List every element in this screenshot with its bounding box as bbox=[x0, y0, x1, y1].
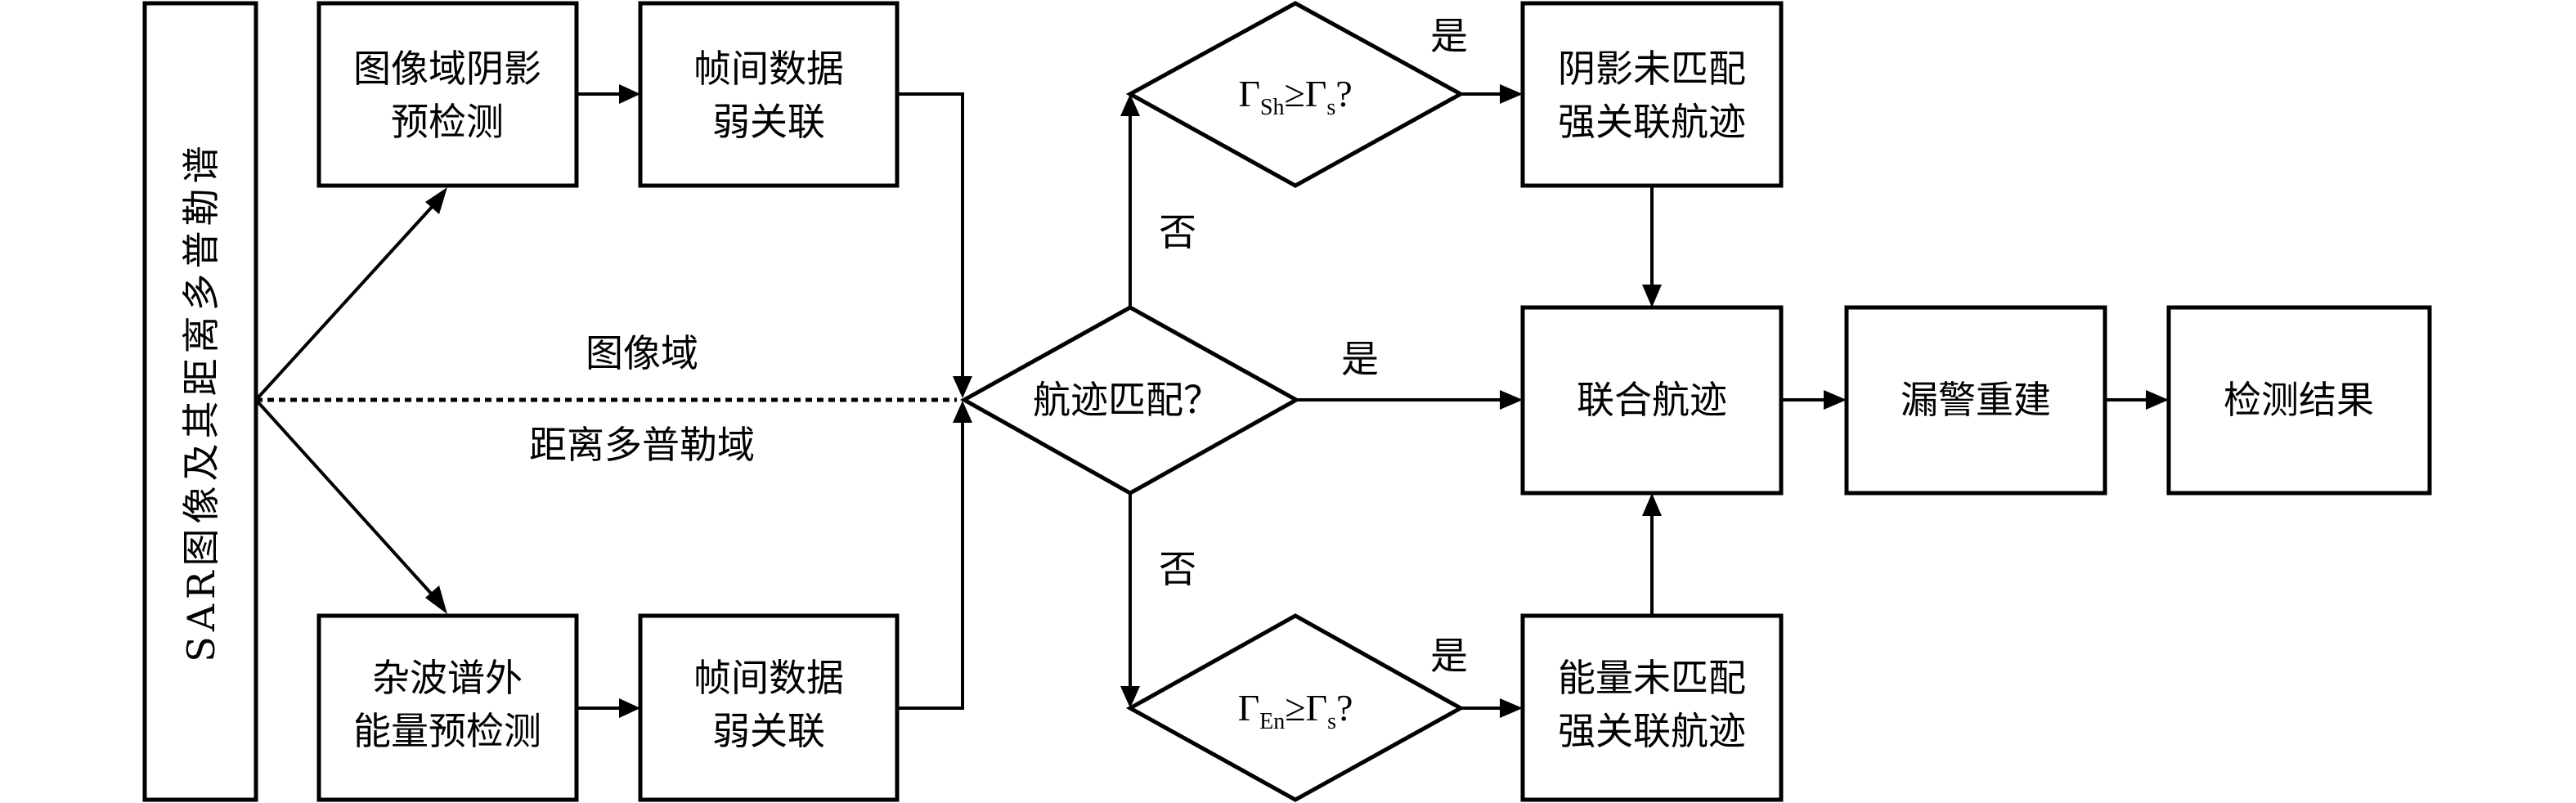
arrowhead-icon bbox=[953, 401, 972, 423]
edge-label-no-down: 否 bbox=[1159, 547, 1196, 591]
clutter-energy-predetect-line2: 能量预检测 bbox=[353, 709, 541, 753]
joint-track-label: 联合航迹 bbox=[1577, 378, 1727, 422]
image-shadow-predetect-line1: 图像域阴影 bbox=[353, 47, 541, 91]
arrowhead-icon bbox=[2146, 390, 2169, 410]
rd-frame-association-line2: 弱关联 bbox=[712, 709, 825, 753]
arrowhead-icon bbox=[425, 187, 447, 214]
arrowhead-icon bbox=[1500, 698, 1523, 718]
detection-result-box: 检测结果 bbox=[2166, 305, 2432, 496]
energy-unmatched-line1: 能量未匹配 bbox=[1558, 656, 1746, 700]
edge-label-yes-center: 是 bbox=[1341, 337, 1379, 381]
image-shadow-predetect-box: 图像域阴影 预检测 bbox=[316, 1, 579, 188]
arrowhead-icon bbox=[1642, 493, 1662, 516]
arrow-rd-assoc-to-match bbox=[897, 421, 964, 710]
arrowhead-icon bbox=[1120, 94, 1140, 116]
image-frame-association-line1: 帧间数据 bbox=[693, 47, 844, 91]
track-match-decision: 航迹匹配？ bbox=[959, 305, 1301, 496]
rd-domain-label: 距离多普勒域 bbox=[529, 423, 755, 467]
arrowhead-icon bbox=[619, 84, 640, 104]
image-shadow-predetect-line2: 预检测 bbox=[391, 100, 504, 144]
miss-rebuild-box: 漏警重建 bbox=[1844, 305, 2107, 496]
shadow-unmatched-line1: 阴影未匹配 bbox=[1558, 47, 1746, 91]
rd-frame-association-line1: 帧间数据 bbox=[693, 656, 844, 700]
energy-threshold-decision: ΓEn≥Γs? bbox=[1125, 613, 1465, 802]
edge-label-yes-bottom: 是 bbox=[1430, 634, 1468, 678]
edge-label-no-up: 否 bbox=[1159, 210, 1196, 254]
track-match-label: 航迹匹配？ bbox=[1033, 378, 1221, 422]
arrowhead-icon bbox=[1642, 285, 1662, 307]
arrowhead-icon bbox=[953, 376, 972, 398]
shadow-unmatched-line2: 强关联航迹 bbox=[1558, 100, 1746, 144]
energy-threshold-label: ΓEn≥Γs? bbox=[1238, 687, 1353, 734]
arrowhead-icon bbox=[1500, 390, 1523, 410]
miss-rebuild-label: 漏警重建 bbox=[1901, 378, 2051, 422]
arrowhead-icon bbox=[425, 585, 447, 614]
image-domain-label: 图像域 bbox=[586, 331, 698, 375]
detection-result-label: 检测结果 bbox=[2224, 378, 2374, 422]
shadow-threshold-label: ΓSh≥Γs? bbox=[1238, 73, 1352, 120]
image-frame-association-line2: 弱关联 bbox=[712, 100, 825, 144]
clutter-energy-predetect-box: 杂波谱外 能量预检测 bbox=[316, 613, 579, 802]
energy-unmatched-line2: 强关联航迹 bbox=[1558, 709, 1746, 753]
energy-unmatched-track-box: 能量未匹配 强关联航迹 bbox=[1520, 613, 1784, 802]
rd-frame-association-box: 帧间数据 弱关联 bbox=[638, 613, 900, 802]
arrow-source-to-image-predetect bbox=[254, 195, 443, 402]
shadow-unmatched-track-box: 阴影未匹配 强关联航迹 bbox=[1520, 1, 1784, 188]
shadow-threshold-decision: ΓSh≥Γs? bbox=[1125, 1, 1465, 188]
arrowhead-icon bbox=[1120, 686, 1140, 708]
image-frame-association-box: 帧间数据 弱关联 bbox=[638, 1, 900, 188]
source-box: SAR图像及其距离多普勒谱 bbox=[142, 1, 258, 802]
arrow-source-to-clutter-predetect bbox=[254, 398, 443, 607]
arrowhead-icon bbox=[619, 698, 640, 718]
edge-label-yes-top: 是 bbox=[1430, 14, 1468, 58]
joint-track-box: 联合航迹 bbox=[1520, 305, 1784, 496]
source-box-label: SAR图像及其距离多普勒谱 bbox=[179, 141, 223, 662]
clutter-energy-predetect-line1: 杂波谱外 bbox=[372, 656, 523, 700]
arrow-image-assoc-to-match bbox=[897, 92, 964, 378]
arrowhead-icon bbox=[1500, 84, 1523, 104]
arrowhead-icon bbox=[1824, 390, 1847, 410]
